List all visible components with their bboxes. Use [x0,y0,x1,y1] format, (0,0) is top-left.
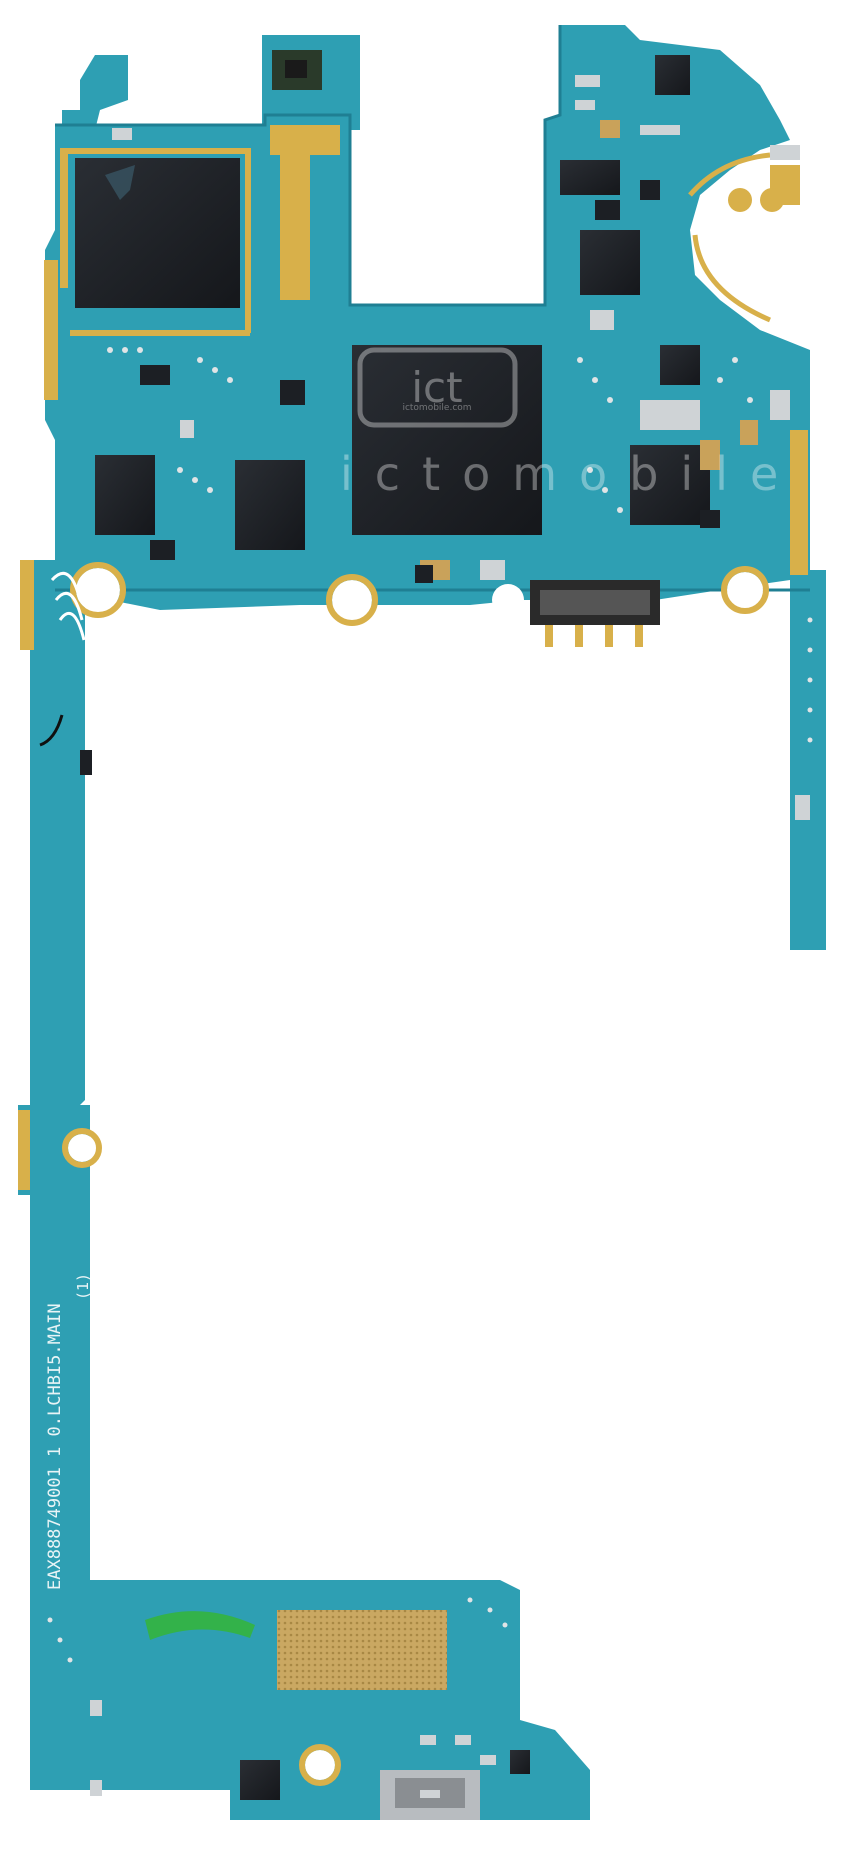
marker-stroke [39,714,64,747]
chip-right-lower [630,445,710,525]
watermark-url: ictomobile.com [402,403,471,413]
rf-chip [235,460,305,550]
silkscreen: EAX888749001 1 0.LCHBI5.MAIN (1) [45,1273,92,1590]
green-adhesive-strip [145,1611,255,1640]
watermark: ict ictomobile.com ictomobile [340,347,800,501]
gold-rings [62,562,769,1786]
chip-small-b [655,55,690,95]
chip-right-upper [580,230,640,295]
microphone-mesh [277,1610,447,1690]
pmic-chip [95,455,155,535]
smd-components [47,75,813,1796]
battery-connector [530,580,660,647]
processor-chip [352,345,542,535]
usb-port [380,1770,480,1820]
chip-top-right [560,160,620,195]
chip-bottom-right [510,1750,530,1774]
chips [75,50,710,1800]
board-cutouts [68,568,763,1780]
silkscreen-part-number: EAX888749001 1 0.LCHBI5.MAIN [45,1303,65,1590]
chip-logo-mark [105,165,135,200]
chip-small-a [660,345,700,385]
watermark-logo-text: ict [411,363,462,412]
silkscreen-revision: (1) [74,1273,92,1300]
gold-arc [688,152,771,323]
board-edge-shade [55,25,810,592]
watermark-brand: ictomobile [340,447,800,501]
chip-bottom [240,1760,280,1800]
antenna-traces [50,571,86,641]
gold-edge-strips [18,125,808,1190]
gold-pads [728,188,784,212]
memory-chip [75,158,240,308]
